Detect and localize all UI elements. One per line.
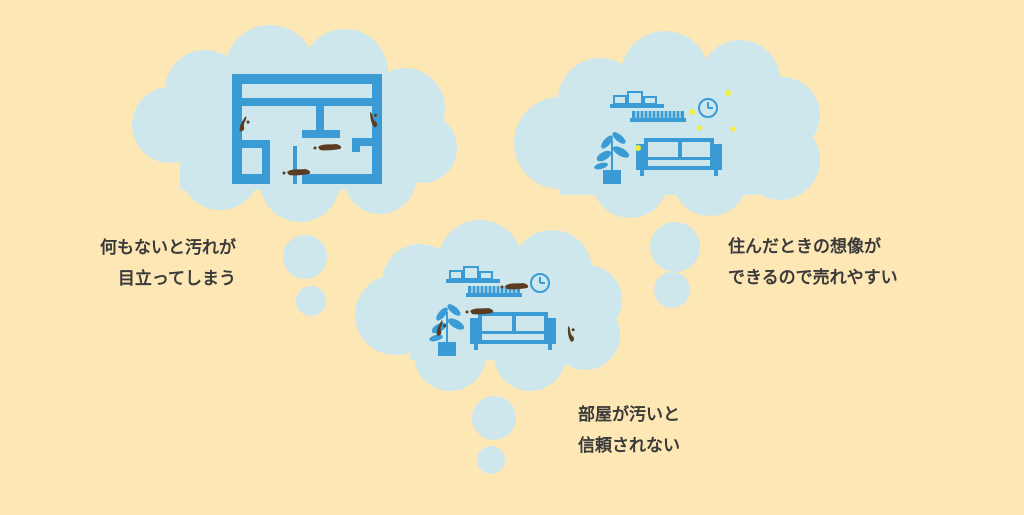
caption-empty-room: 何もないと汚れが 目立ってしまう <box>100 233 236 295</box>
caption-dirty-room: 部屋が汚いと 信頼されない <box>578 400 680 462</box>
sparkle-icon <box>635 90 736 151</box>
caption-dirty-room-line-1: 部屋が汚いと <box>578 405 680 425</box>
caption-furnished-room-line-2: できるので売れやすい <box>728 268 898 288</box>
floorplan-icon <box>232 74 382 184</box>
caption-empty-room-line-1: 何もないと汚れが <box>100 238 236 258</box>
caption-furnished-room: 住んだときの想像が できるので売れやすい <box>728 232 898 294</box>
caption-empty-room-line-2: 目立ってしまう <box>117 269 236 289</box>
caption-furnished-room-line-1: 住んだときの想像が <box>728 237 881 257</box>
caption-dirty-room-line-2: 信頼されない <box>578 436 680 456</box>
